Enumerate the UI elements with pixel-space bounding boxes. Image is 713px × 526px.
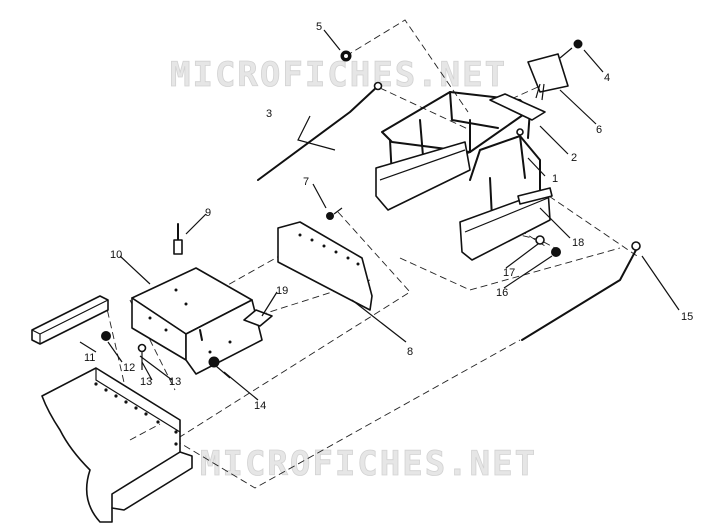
watermark-top: MICROFICHES.NET: [170, 55, 507, 95]
callout-13a: 13: [140, 376, 152, 388]
callout-12: 12: [123, 362, 135, 374]
nut-part-5: [340, 50, 352, 62]
nut-part-16: [551, 247, 561, 257]
callout-7: 7: [303, 176, 309, 188]
bar-part-11: [31, 295, 109, 345]
callout-2: 2: [571, 152, 577, 164]
rod-part-15: [521, 241, 641, 341]
callout-8: 8: [407, 346, 413, 358]
callout-10: 10: [110, 249, 122, 261]
callout-19: 19: [276, 285, 288, 297]
callouts: 1 2 3 4 5 6 7 8 9 10 11 12 13 13 14 15 1…: [84, 21, 693, 412]
callout-16: 16: [496, 287, 508, 299]
callout-4: 4: [604, 72, 610, 84]
callout-5: 5: [316, 21, 322, 33]
callout-6: 6: [596, 124, 602, 136]
screw-part-7: [326, 207, 343, 220]
callout-9: 9: [205, 207, 211, 219]
callout-11: 11: [84, 352, 95, 364]
callout-13b: 13: [169, 376, 181, 388]
callout-17: 17: [503, 267, 515, 279]
nut-part-12: [101, 331, 111, 341]
callout-14: 14: [254, 400, 266, 412]
callout-1: 1: [552, 173, 558, 185]
clip-part-14: [208, 356, 231, 379]
pin-part-9: [173, 223, 183, 255]
bracket-part-10: [131, 267, 263, 375]
screw-part-4: [559, 39, 583, 59]
plate-part-6: [527, 53, 569, 101]
callout-3: 3: [266, 108, 272, 120]
bolt-part-13: [137, 343, 147, 370]
watermark-bottom: MICROFICHES.NET: [200, 444, 537, 484]
callout-15: 15: [681, 311, 693, 323]
rack-frame-part-1: [375, 91, 553, 261]
rod-part-3: [257, 81, 383, 181]
nut-part-17: [535, 235, 545, 245]
label-part-19: [243, 309, 273, 327]
chassis-section: [41, 367, 193, 523]
flap-part-8: [277, 221, 373, 311]
leader-lines: [79, 29, 680, 401]
callout-18: 18: [572, 237, 584, 249]
